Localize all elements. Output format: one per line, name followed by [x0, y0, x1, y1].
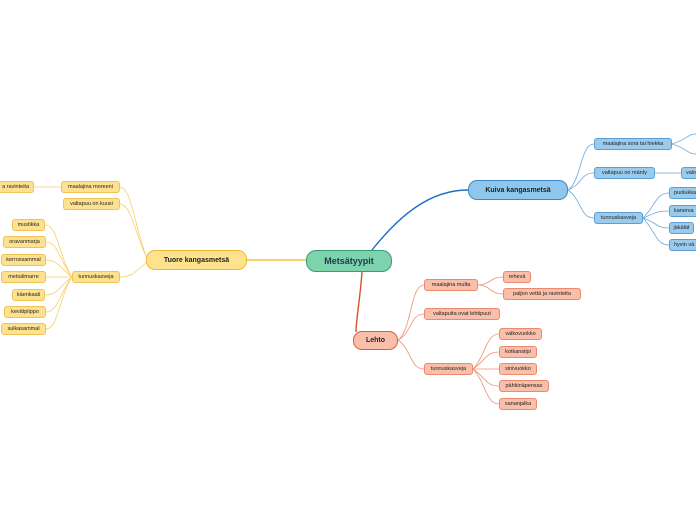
line-tuore-features: [119, 261, 148, 278]
line-lehto-features: [397, 339, 425, 370]
tuore-plant-kaenkaali[interactable]: käenkaali: [12, 289, 45, 301]
branch-lehto[interactable]: Lehto: [353, 331, 398, 350]
lehto-plant-pahkinapensas[interactable]: pähkinäpensas: [499, 380, 549, 392]
line-lplant-5: [472, 368, 500, 405]
line-lsoil-1: [477, 276, 504, 286]
line-kplant-1: [642, 192, 670, 219]
tuore-plant-mustikka[interactable]: mustikka: [12, 219, 45, 231]
kuiva-plant-jakalat[interactable]: jäkälät: [669, 222, 694, 234]
line-soil-ext-1: [671, 133, 696, 145]
kuiva-plant-kanerva[interactable]: kanerva: [669, 205, 696, 217]
line-lplant-1: [472, 333, 500, 370]
kuiva-plant-hyvin[interactable]: hyvin vä: [669, 239, 696, 251]
kuiva-plant-puolukka[interactable]: puolukka: [669, 187, 696, 199]
branch-kuiva-kangasmetsa[interactable]: Kuiva kangasmetsä: [468, 180, 568, 200]
tuore-plant-kevatpiippo[interactable]: kevätpiippo: [4, 306, 46, 318]
tuore-plant-kerrossammal[interactable]: kerrossammal: [1, 254, 46, 266]
tuore-features[interactable]: tunnuskasveja: [72, 271, 120, 283]
tuore-plant-oravanmarja[interactable]: oravanmarja: [3, 236, 46, 248]
lehto-soil-reheva[interactable]: rehevä: [503, 271, 531, 283]
lehto-plant-valkovuokko[interactable]: valkovuokko: [499, 328, 542, 340]
lehto-soil-ravinteita[interactable]: paljon vettä ja ravinteita: [503, 288, 581, 300]
line-lplant-4: [472, 368, 500, 387]
lehto-soil[interactable]: maalajina multa: [424, 279, 478, 291]
root-node[interactable]: Metsätyypit: [306, 250, 392, 272]
line-plant-6: [45, 276, 73, 313]
line-soil-ext-2: [671, 143, 696, 155]
line-tuore-tree: [119, 203, 148, 259]
line-plant-2: [45, 241, 73, 278]
kuiva-soil[interactable]: maalajina sora tai hiekka: [594, 138, 672, 150]
line-kuiva-tree: [567, 172, 595, 191]
line-kplant-4: [642, 217, 670, 246]
tuore-plant-metsalmarre[interactable]: metsälmarre: [1, 271, 46, 283]
lehto-features[interactable]: tunnuskasveja: [424, 363, 473, 375]
tuore-soil-detail[interactable]: a ravinteita: [0, 181, 34, 193]
line-kuiva-features: [567, 189, 595, 219]
lehto-tree[interactable]: valtapuita ovat lehtipuut: [424, 308, 500, 320]
line-plant-3: [45, 259, 73, 278]
kuiva-features[interactable]: tunnuskasveja: [594, 212, 643, 224]
line-plant-7: [45, 276, 73, 330]
lehto-plant-sananjalka[interactable]: sananjalka: [499, 398, 537, 410]
line-tuore-soil: [119, 186, 148, 259]
lehto-plant-kotkansiipi[interactable]: kotkansiipi: [499, 346, 537, 358]
line-kuiva-soil: [567, 143, 595, 191]
line-root-kuiva: [371, 189, 469, 251]
tuore-plant-sulkasammal[interactable]: sulkasammal: [1, 323, 46, 335]
line-kplant-2: [642, 210, 670, 219]
line-kplant-3: [642, 217, 670, 229]
line-plant-5: [44, 276, 73, 296]
line-plant-1: [44, 224, 73, 278]
line-lehto-tree: [397, 313, 425, 341]
branch-tuore-kangasmetsa[interactable]: Tuore kangasmetsä: [146, 250, 247, 270]
lehto-plant-sinivuokko[interactable]: sinivuokko: [499, 363, 537, 375]
line-lplant-2: [472, 351, 500, 370]
kuiva-tree[interactable]: valtapuu on mänty: [594, 167, 655, 179]
line-lehto-soil: [397, 284, 425, 341]
line-lsoil-2: [477, 284, 504, 295]
tuore-soil[interactable]: maalajina moreeni: [61, 181, 120, 193]
line-root-lehto: [355, 271, 363, 333]
tuore-tree[interactable]: valtapuu on kuusi: [63, 198, 120, 210]
kuiva-tree-detail[interactable]: valo: [681, 167, 696, 179]
